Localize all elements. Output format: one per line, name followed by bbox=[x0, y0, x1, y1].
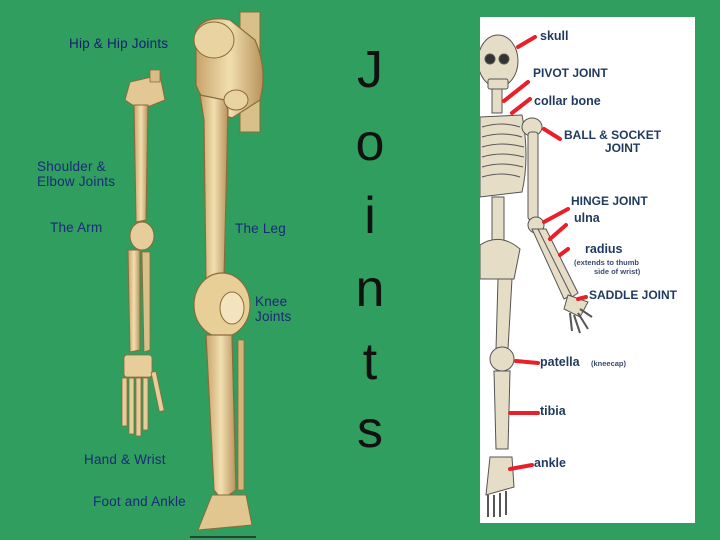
label-tibia: tibia bbox=[540, 404, 566, 418]
label-radius-note-line2: side of wrist) bbox=[594, 267, 641, 276]
label-shoulder-elbow: Shoulder & Elbow Joints bbox=[37, 159, 115, 189]
shoulder-illustration bbox=[124, 69, 166, 111]
label-hand-wrist: Hand & Wrist bbox=[84, 452, 166, 467]
title-char: J bbox=[357, 41, 383, 99]
skeleton-illustration bbox=[480, 34, 593, 517]
pointer-arrows bbox=[502, 35, 588, 471]
label-ankle: ankle bbox=[534, 456, 566, 470]
limb-bones-illustration bbox=[121, 11, 264, 538]
skeleton-diagram-panel: skull PIVOT JOINT collar bone BALL & SOC… bbox=[480, 17, 695, 523]
title-char: s bbox=[357, 401, 383, 459]
forearm-illustration bbox=[127, 249, 141, 353]
label-collar-bone: collar bone bbox=[534, 94, 601, 108]
label-foot-ankle: Foot and Ankle bbox=[93, 494, 186, 509]
limb-anatomy-panel: Hip & Hip Joints Shoulder & Elbow Joints… bbox=[0, 0, 340, 540]
label-knee-joints: Knee Joints bbox=[255, 294, 291, 324]
label-the-arm: The Arm bbox=[50, 220, 103, 235]
label-patella: patella bbox=[540, 355, 580, 369]
label-skull: skull bbox=[540, 29, 569, 43]
hand-illustration bbox=[121, 354, 165, 437]
label-radius-note-line1: (extends to thumb bbox=[574, 258, 639, 267]
label-shoulder-line2: Elbow Joints bbox=[37, 174, 116, 189]
label-ball-socket-line1: BALL & SOCKET bbox=[564, 128, 662, 142]
label-ulna: ulna bbox=[574, 211, 600, 225]
label-pivot-joint: PIVOT JOINT bbox=[533, 66, 608, 80]
title-char: o bbox=[355, 114, 385, 172]
vertical-title: J o i n t s bbox=[340, 40, 400, 460]
label-hinge-joint: HINGE JOINT bbox=[571, 194, 648, 208]
title-char: n bbox=[355, 260, 385, 318]
femur-illustration bbox=[199, 94, 229, 283]
label-knee-line1: Knee bbox=[255, 294, 288, 309]
label-the-leg: The Leg bbox=[235, 221, 286, 236]
label-radius: radius bbox=[585, 242, 623, 256]
label-ball-socket: BALL & SOCKET JOINT bbox=[564, 129, 661, 155]
title-char: t bbox=[362, 333, 378, 391]
tibia-illustration bbox=[205, 334, 237, 501]
humerus-illustration bbox=[133, 104, 149, 223]
label-knee-line2: Joints bbox=[255, 309, 292, 324]
label-saddle-joint: SADDLE JOINT bbox=[589, 288, 678, 302]
knee-illustration bbox=[193, 272, 251, 338]
label-ball-socket-line2: JOINT bbox=[604, 141, 641, 155]
foot-illustration bbox=[197, 494, 253, 531]
title-char: i bbox=[364, 187, 376, 245]
label-shoulder-line1: Shoulder & bbox=[37, 159, 106, 174]
label-hip-joints: Hip & Hip Joints bbox=[69, 36, 169, 51]
label-kneecap: (kneecap) bbox=[591, 359, 627, 368]
label-radius-note: (extends to thumb side of wrist) bbox=[574, 258, 640, 276]
